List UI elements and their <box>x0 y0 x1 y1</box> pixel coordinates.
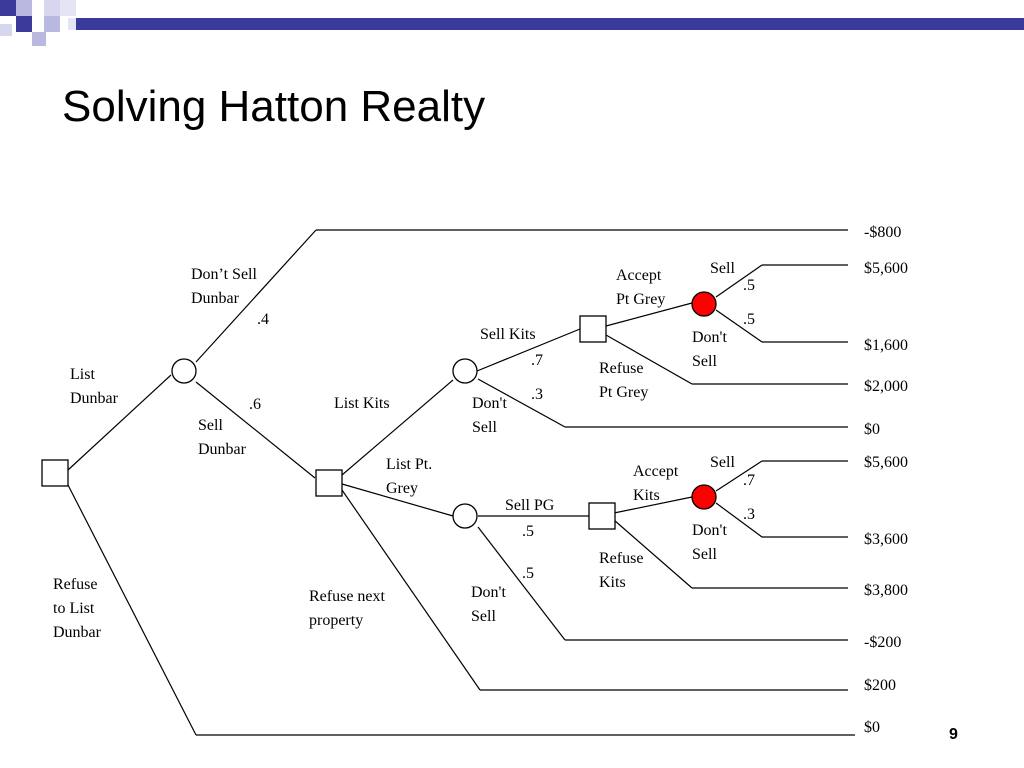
branch-dont-sell-pg <box>477 526 566 641</box>
branch-refuse-list-dunbar <box>67 484 197 736</box>
deco-square <box>0 24 12 36</box>
payoff-value: $1,600 <box>864 337 908 354</box>
payoff-value: -$200 <box>864 634 901 651</box>
payoff-value: $3,600 <box>864 531 908 548</box>
deco-square <box>60 0 76 16</box>
title-bar-gradient <box>76 18 1024 30</box>
branch-list-ptgrey <box>341 483 454 517</box>
branch-sell-kits <box>476 328 581 372</box>
payoff-value: -$800 <box>864 224 901 241</box>
branch-refuse-kits <box>613 519 693 589</box>
label-sell-kits: Sell Kits <box>480 326 536 343</box>
payoff-column: -$800 $5,600 $1,600 $2,000 $0 $5,600 $3,… <box>864 224 908 736</box>
chance-node-accept-ptgrey <box>691 291 717 317</box>
label-sell-a: Sell <box>710 260 735 277</box>
tree-nodes <box>41 291 717 530</box>
decision-node-next-property <box>315 469 343 497</box>
deco-square <box>0 0 16 16</box>
deco-square <box>44 0 60 16</box>
deco-square <box>16 0 32 16</box>
branch-sell-dunbar <box>195 381 316 479</box>
branch-accept-kits <box>613 496 693 514</box>
label-prob-dont-sell-b: .3 <box>743 506 755 523</box>
deco-square <box>44 16 60 32</box>
label-sell-b: Sell <box>710 454 735 471</box>
title-bar-decoration <box>0 0 1024 46</box>
branch-refuse-next-property <box>341 489 481 691</box>
branch-dont-sell-dunbar <box>195 229 317 363</box>
deco-square <box>16 16 32 32</box>
label-prob-sell-kits: .7 <box>531 352 543 369</box>
label-prob-dont-sell-a: .5 <box>743 311 755 328</box>
tree-branches <box>67 229 855 736</box>
slide-title: Solving Hatton Realty <box>62 82 486 131</box>
label-prob-sell-pg: .5 <box>522 523 534 540</box>
label-prob-sell-b: .7 <box>743 472 755 489</box>
label-list-ptgrey: List Pt.Grey <box>386 456 432 497</box>
payoff-value: $0 <box>864 421 880 438</box>
payoff-value: $5,600 <box>864 260 908 277</box>
label-list-kits: List Kits <box>334 395 390 412</box>
branch-dont-sell-kits <box>477 378 566 428</box>
chance-node-dunbar <box>171 358 197 384</box>
payoff-value: $200 <box>864 677 896 694</box>
chance-node-kits <box>452 358 478 384</box>
label-prob-dont-sell-dunbar: .4 <box>257 311 269 328</box>
payoff-value: $3,800 <box>864 582 908 599</box>
payoff-value: $0 <box>864 719 880 736</box>
payoff-value: $2,000 <box>864 378 908 395</box>
decision-node-root <box>41 459 69 487</box>
label-prob-sell-dunbar: .6 <box>249 396 261 413</box>
branch-refuse-ptgrey <box>605 334 693 385</box>
decision-node-kits-offer <box>588 502 616 530</box>
page-number: 9 <box>949 726 958 743</box>
chance-node-ptgrey <box>452 503 478 529</box>
label-prob-dont-sell-pg: .5 <box>522 565 534 582</box>
chance-node-accept-kits <box>691 484 717 510</box>
deco-square <box>32 32 46 46</box>
branch-dont-sell-a <box>715 309 763 343</box>
branch-sell-b <box>715 460 763 492</box>
payoff-value: $5,600 <box>864 454 908 471</box>
label-prob-dont-sell-kits: .3 <box>531 386 543 403</box>
branch-sell-a <box>715 264 763 298</box>
branch-accept-ptgrey <box>605 302 693 327</box>
branch-dont-sell-b <box>715 502 763 538</box>
label-sell-pg: Sell PG <box>505 497 555 514</box>
decision-node-ptgrey-offer <box>579 315 607 343</box>
branch-list-kits <box>341 379 454 476</box>
label-prob-sell-a: .5 <box>743 277 755 294</box>
branch-list-dunbar <box>67 374 172 471</box>
